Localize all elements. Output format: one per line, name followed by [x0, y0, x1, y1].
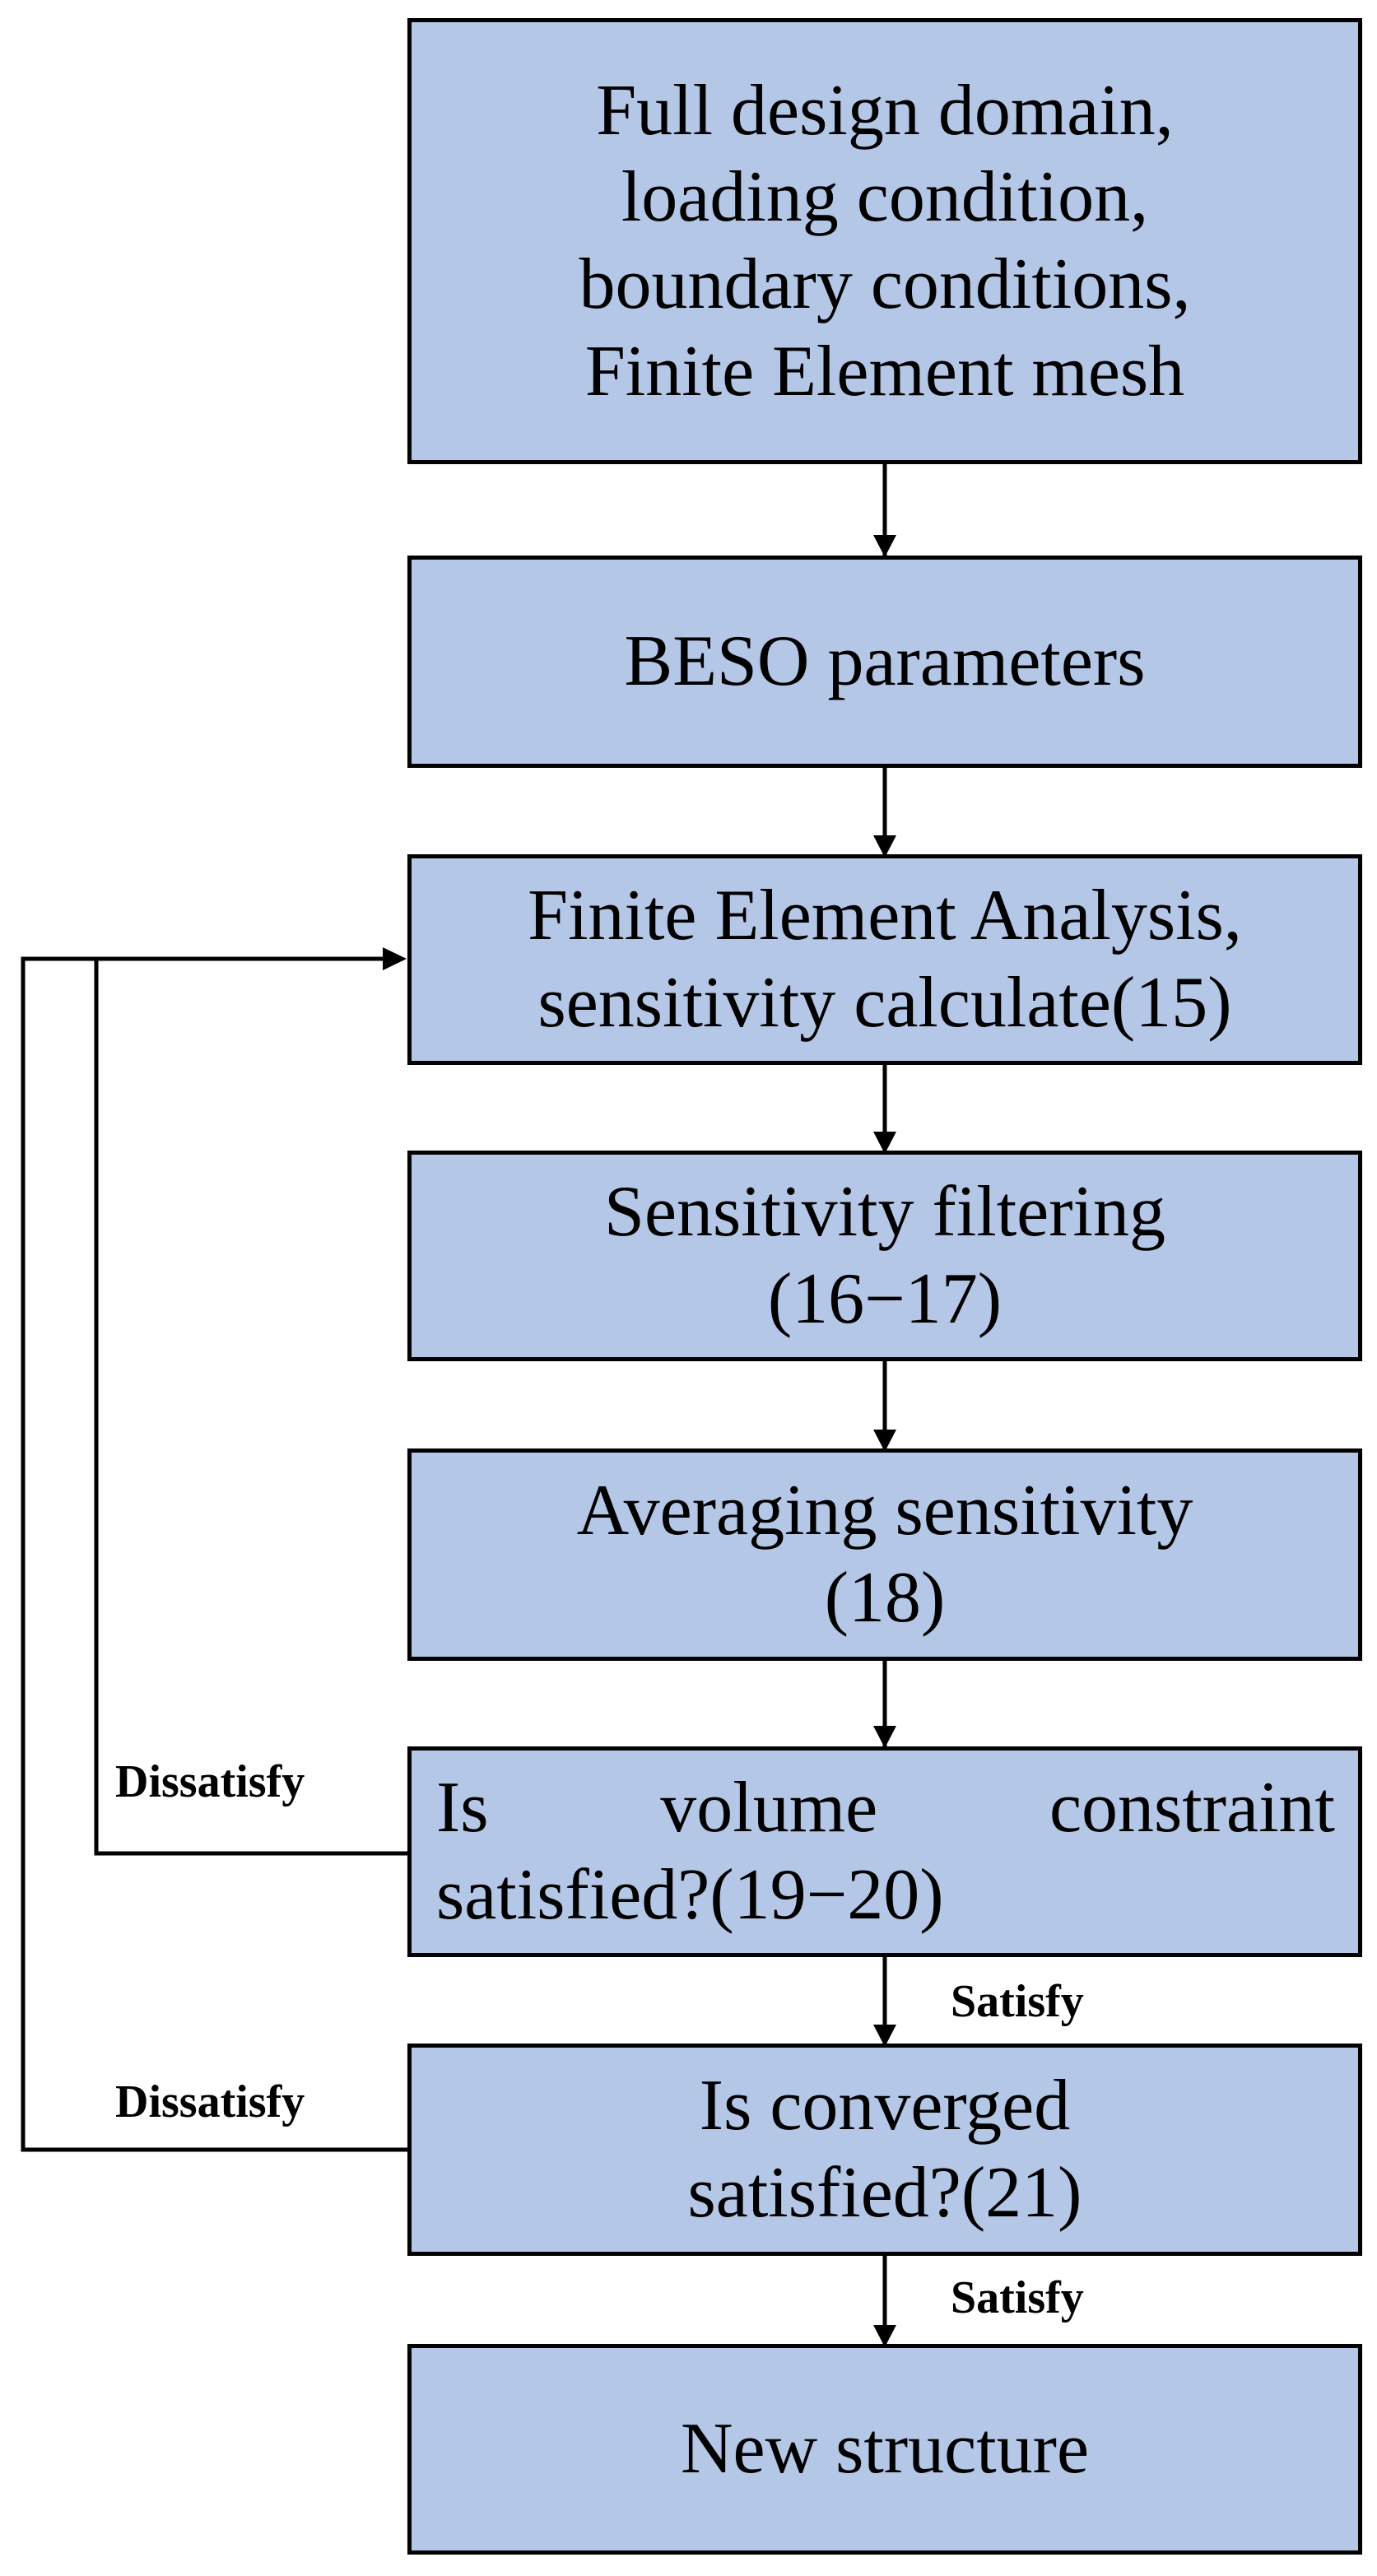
step-converge-line-2: satisfied?(21): [687, 2153, 1082, 2233]
step-fea-box: Finite Element Analysis, sensitivity cal…: [407, 854, 1362, 1065]
arrowhead-filter: [873, 1132, 896, 1154]
loop-converge-dissatisfy: [21, 956, 407, 2152]
step-average-line-2: (18): [824, 1558, 946, 1638]
step-volume-word-1: Is: [436, 1768, 489, 1848]
step-volume-line-1: Is volume constraint: [412, 1765, 1358, 1852]
edge-label-volume-satisfy: Satisfy: [951, 1976, 1084, 2027]
arrowhead-result: [873, 2325, 896, 2347]
step-result-box: New structure: [407, 2344, 1362, 2555]
step-input-line-3: boundary conditions,: [579, 244, 1191, 324]
step-fea-line-2: sensitivity calculate(15): [537, 963, 1232, 1043]
step-average-line-1: Averaging sensitivity: [576, 1471, 1193, 1551]
arrowhead-fea: [873, 835, 896, 858]
arrowhead-params: [873, 535, 896, 557]
step-result-line-1: New structure: [680, 2409, 1090, 2490]
step-volume-decision-box: Is volume constraint satisfied?(19−20): [407, 1746, 1362, 1957]
arrowhead-average: [873, 1430, 896, 1452]
step-volume-word-3: constraint: [1049, 1768, 1335, 1848]
step-input-line-2: loading condition,: [621, 157, 1149, 238]
loop-volume-dissatisfy: [94, 959, 407, 1856]
step-filter-box: Sensitivity filtering (16−17): [407, 1151, 1362, 1361]
step-volume-word-2: volume: [660, 1768, 878, 1848]
arrowhead-loop-fea: [383, 947, 407, 970]
step-filter-line-1: Sensitivity filtering: [604, 1172, 1165, 1253]
arrowhead-volume: [873, 1726, 896, 1748]
step-input-line-1: Full design domain,: [596, 70, 1174, 151]
edge-label-converge-dissatisfy: Dissatisfy: [115, 2076, 305, 2127]
step-volume-line-2: satisfied?(19−20): [436, 1855, 944, 1935]
edge-label-converge-satisfy: Satisfy: [951, 2272, 1084, 2323]
step-filter-line-2: (16−17): [767, 1259, 1003, 1339]
step-converge-line-1: Is converged: [699, 2066, 1071, 2146]
step-input-box: Full design domain, loading condition, b…: [407, 18, 1362, 464]
step-converge-decision-box: Is converged satisfied?(21): [407, 2044, 1362, 2256]
step-fea-line-1: Finite Element Analysis,: [528, 876, 1242, 956]
arrowhead-converge: [873, 2025, 896, 2047]
edge-label-volume-dissatisfy: Dissatisfy: [115, 1756, 305, 1807]
step-params-line-1: BESO parameters: [624, 621, 1146, 702]
step-average-box: Averaging sensitivity (18): [407, 1448, 1362, 1661]
step-params-box: BESO parameters: [407, 556, 1362, 768]
step-input-line-4: Finite Element mesh: [584, 331, 1185, 412]
arrowheads: [383, 535, 896, 2347]
